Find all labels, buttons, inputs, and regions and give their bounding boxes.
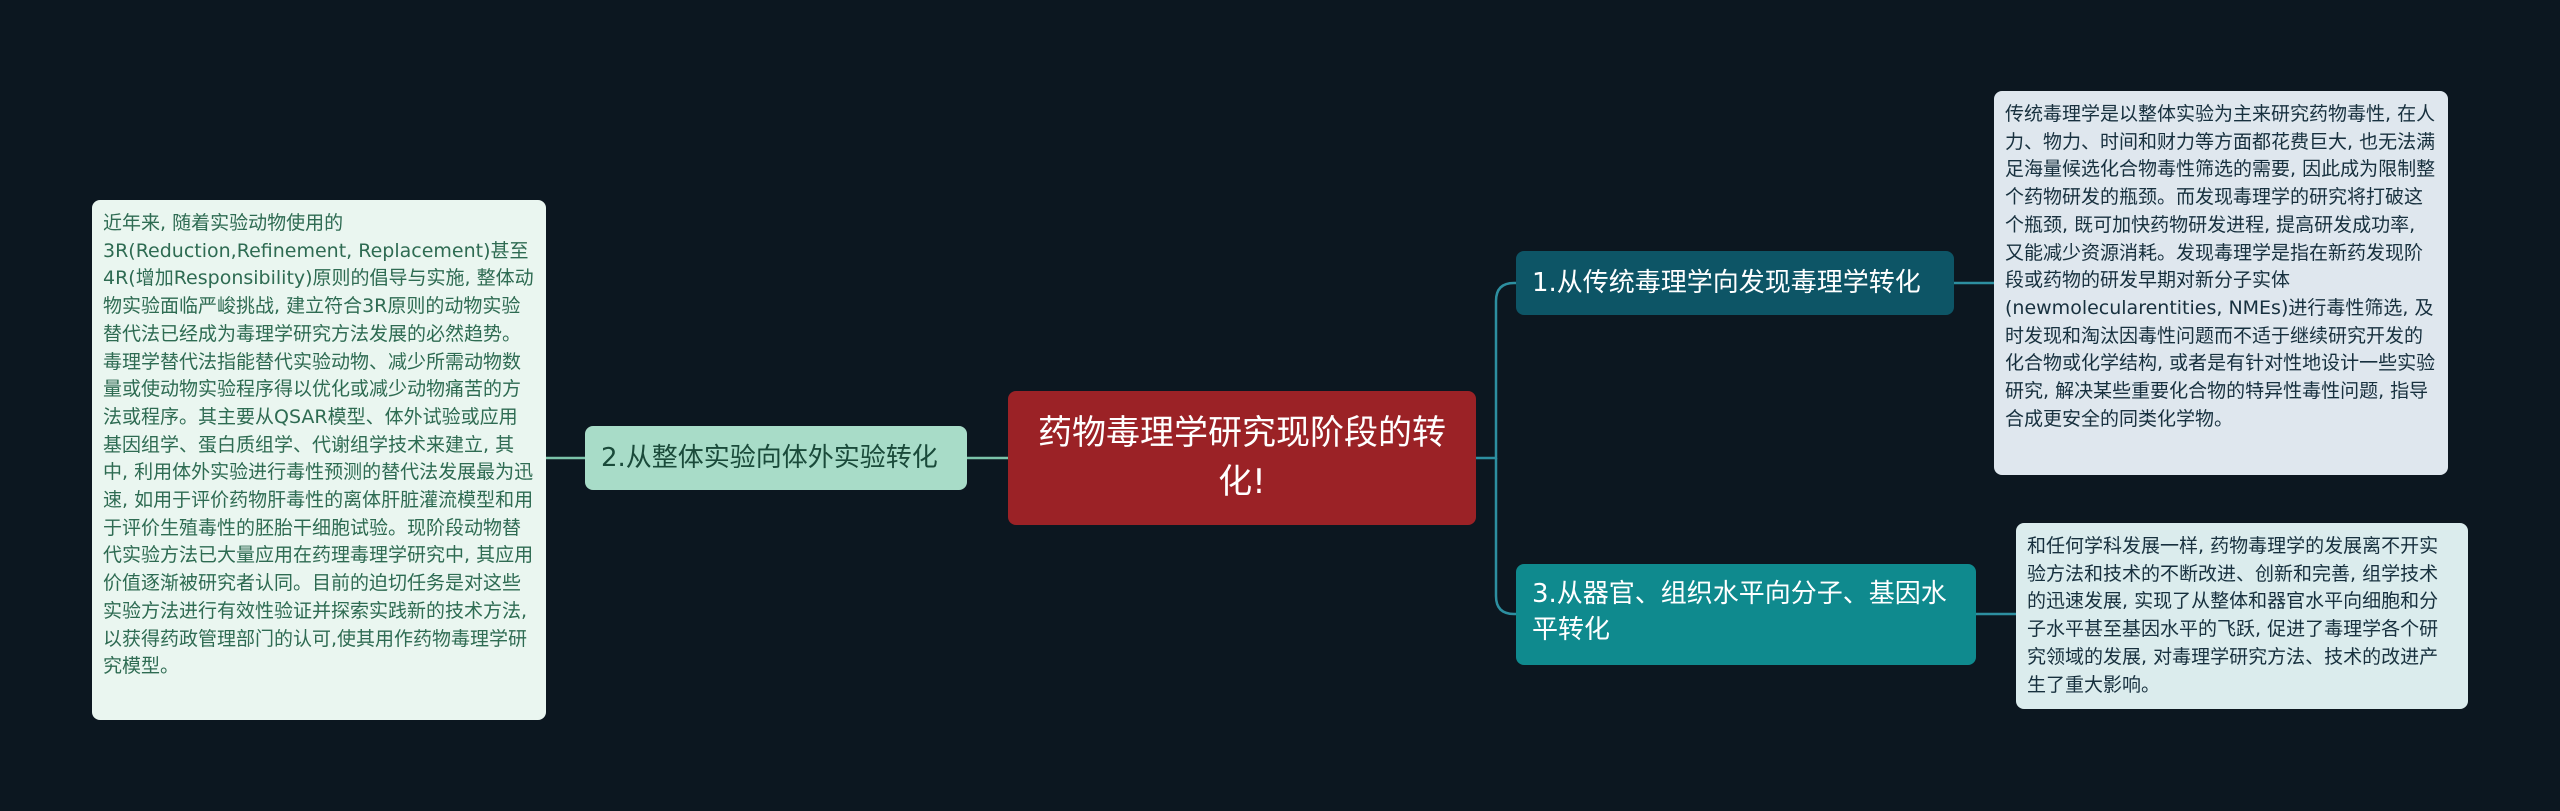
- detail-note-2-text: 近年来, 随着实验动物使用的3R(Reduction,Refinement, R…: [103, 212, 534, 678]
- detail-note-1[interactable]: 传统毒理学是以整体实验为主来研究药物毒性, 在人力、物力、时间和财力等方面都花费…: [1994, 91, 2448, 475]
- detail-note-3-text: 和任何学科发展一样, 药物毒理学的发展离不开实验方法和技术的不断改进、创新和完善…: [2027, 535, 2439, 696]
- detail-note-2[interactable]: 近年来, 随着实验动物使用的3R(Reduction,Refinement, R…: [92, 200, 546, 720]
- root-topic-label: 药物毒理学研究现阶段的转化!: [1038, 413, 1446, 502]
- root-topic[interactable]: 药物毒理学研究现阶段的转化!: [1008, 391, 1476, 525]
- connector-root-to-branch-3: [1494, 458, 1516, 616]
- detail-note-1-text: 传统毒理学是以整体实验为主来研究药物毒性, 在人力、物力、时间和财力等方面都花费…: [2005, 103, 2436, 430]
- branch-topic-1-label: 1.从传统毒理学向发现毒理学转化: [1532, 268, 1921, 298]
- branch-topic-3-label: 3.从器官、组织水平向分子、基因水平转化: [1532, 579, 1947, 645]
- branch-topic-2-label: 2.从整体实验向体外实验转化: [601, 443, 938, 473]
- branch-topic-2[interactable]: 2.从整体实验向体外实验转化: [585, 426, 967, 490]
- connector-root-to-branch-1: [1476, 281, 1516, 460]
- branch-topic-3[interactable]: 3.从器官、组织水平向分子、基因水平转化: [1516, 564, 1976, 665]
- detail-note-3[interactable]: 和任何学科发展一样, 药物毒理学的发展离不开实验方法和技术的不断改进、创新和完善…: [2016, 523, 2468, 709]
- branch-topic-1[interactable]: 1.从传统毒理学向发现毒理学转化: [1516, 251, 1954, 315]
